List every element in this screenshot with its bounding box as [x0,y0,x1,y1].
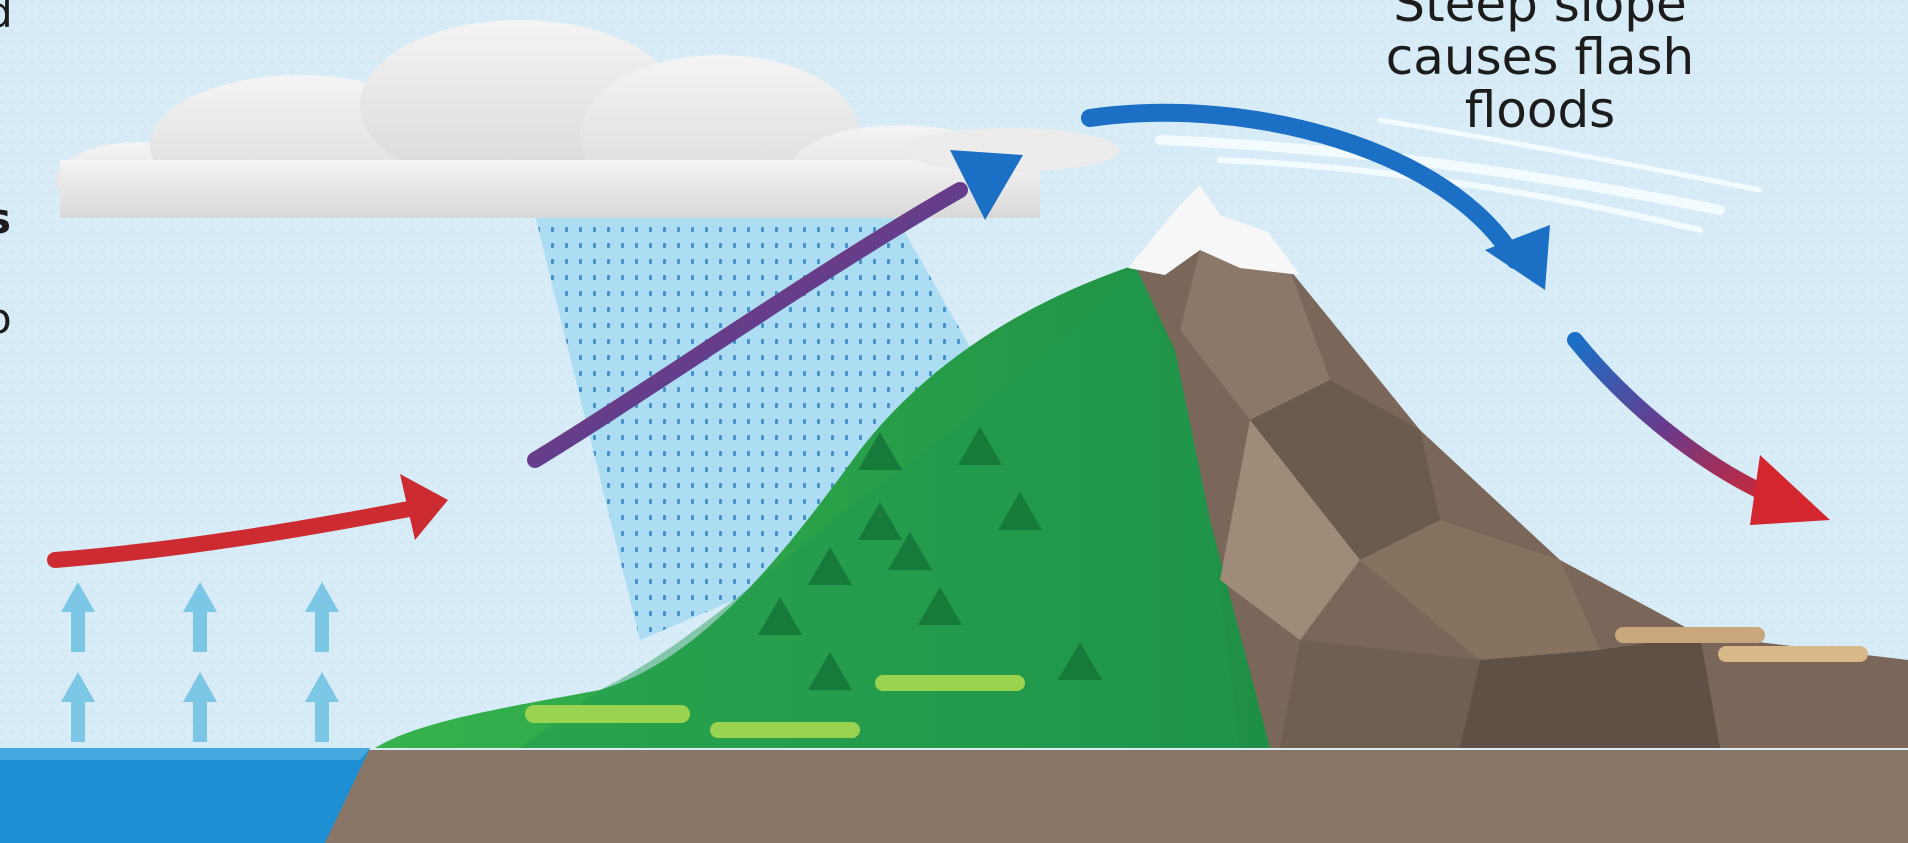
evaporation-arrow-icon [61,582,95,652]
rain-icon [535,215,1040,640]
rising-air-arrow [527,182,968,468]
tree-icon [998,492,1042,530]
tree-icon [808,652,852,690]
airflow-arrow-icon [1485,225,1550,290]
left-edge-fragment-1: d [0,0,13,34]
tree-icon [958,427,1002,465]
tree-icon [758,597,802,635]
airflow-arrow-icon [950,150,1023,220]
tree-icon [858,502,902,540]
snow-cap [1128,185,1300,275]
evaporation-arrow-icon [183,672,217,742]
evaporation-arrow-icon [305,582,339,652]
left-edge-fragment-2: s [0,198,11,240]
caption-line-2: causes flash [1385,28,1695,86]
descending-air-arrow-upper [1081,103,1524,269]
grass-patches [525,627,1868,738]
caption-line-3: floods [1464,81,1616,139]
sea-surface [0,748,370,760]
tree-icon [918,587,962,625]
caption-line-1: Steep slope [1393,0,1687,33]
flash-flood-caption: Steep slope causes flash floods [1280,0,1800,137]
evaporation-arrow-icon [183,582,217,652]
left-edge-fragment-4: o [0,298,12,340]
wind-streaks [1155,117,1763,233]
evaporation-arrows [61,582,339,742]
airflow-arrow-icon [400,474,448,540]
evaporation-arrow-icon [305,672,339,742]
trees [758,427,1102,690]
tree-icon [808,547,852,585]
warm-air-arrow-lower [47,497,438,568]
airflow-arrow-icon [1750,455,1830,525]
tree-icon [858,432,902,470]
cloud-icon [55,20,1120,218]
tree-icon [888,532,932,570]
ground [0,750,1908,843]
evaporation-arrow-icon [61,672,95,742]
leeward-slope [1135,230,1908,748]
tree-icon [1058,642,1102,680]
sea-water [0,748,370,843]
